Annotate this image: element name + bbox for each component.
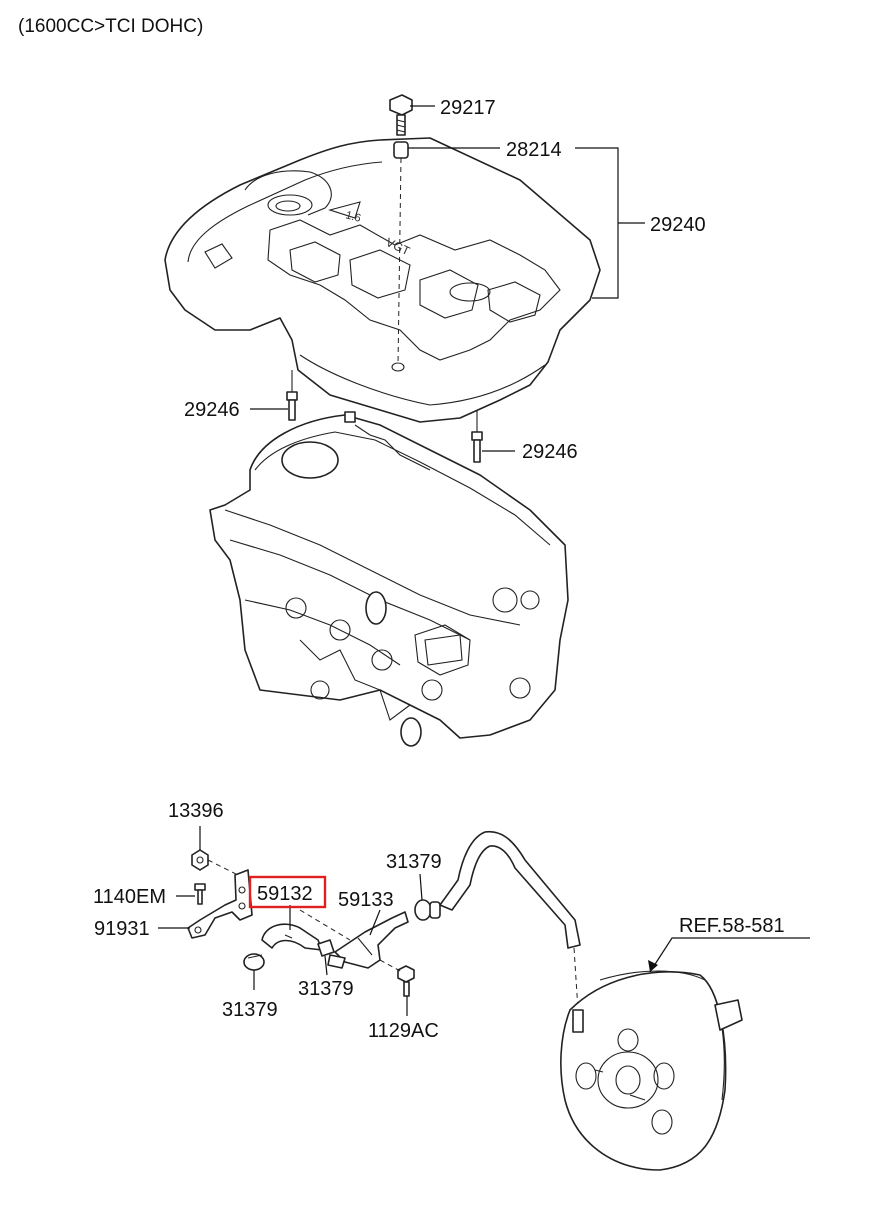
clamp-31379-left-drawing — [243, 953, 265, 971]
label-28214: 28214 — [506, 139, 562, 161]
highlight-box — [248, 875, 327, 909]
label-29240: 29240 — [650, 214, 706, 236]
bolt-29217-drawing — [389, 94, 413, 136]
label-59133: 59133 — [338, 889, 394, 911]
engine-cover-drawing: 1.6 VGT — [164, 137, 601, 423]
clamp-31379-mid-drawing — [317, 939, 335, 957]
bolt-1140em-drawing — [194, 883, 206, 905]
nut-13396-drawing — [191, 849, 209, 871]
stud-29246-right-drawing — [471, 410, 483, 463]
grommet-28214-drawing — [393, 141, 409, 159]
bolt-1129ac-drawing — [397, 965, 415, 997]
stud-29246-left-drawing — [286, 370, 298, 421]
label-31379-mid: 31379 — [298, 978, 354, 1000]
label-ref-58-581: REF.58-581 — [679, 915, 785, 937]
label-59132: 59132 — [257, 883, 313, 905]
clamp-31379-top-drawing — [414, 899, 441, 921]
svg-text:1.6: 1.6 — [344, 209, 362, 225]
leader-lines — [158, 105, 810, 1016]
label-31379-top: 31379 — [386, 851, 442, 873]
pipe-59133-drawing — [327, 911, 409, 969]
label-29246-right: 29246 — [522, 441, 578, 463]
label-1140em: 1140EM — [93, 886, 166, 908]
label-91931: 91931 — [94, 918, 150, 940]
label-29217: 29217 — [440, 97, 496, 119]
diagram-header: (1600CC>TCI DOHC) — [18, 16, 203, 37]
engine-head-drawing — [209, 411, 569, 747]
label-1129ac: 1129AC — [368, 1020, 439, 1042]
label-29246-left: 29246 — [184, 399, 240, 421]
brake-booster-drawing — [560, 970, 743, 1171]
label-31379-left: 31379 — [222, 999, 278, 1021]
label-13396: 13396 — [168, 800, 224, 822]
bracket-91931-drawing — [187, 869, 253, 939]
vacuum-hose-drawing — [439, 830, 581, 949]
hose-59132-drawing — [261, 923, 323, 951]
